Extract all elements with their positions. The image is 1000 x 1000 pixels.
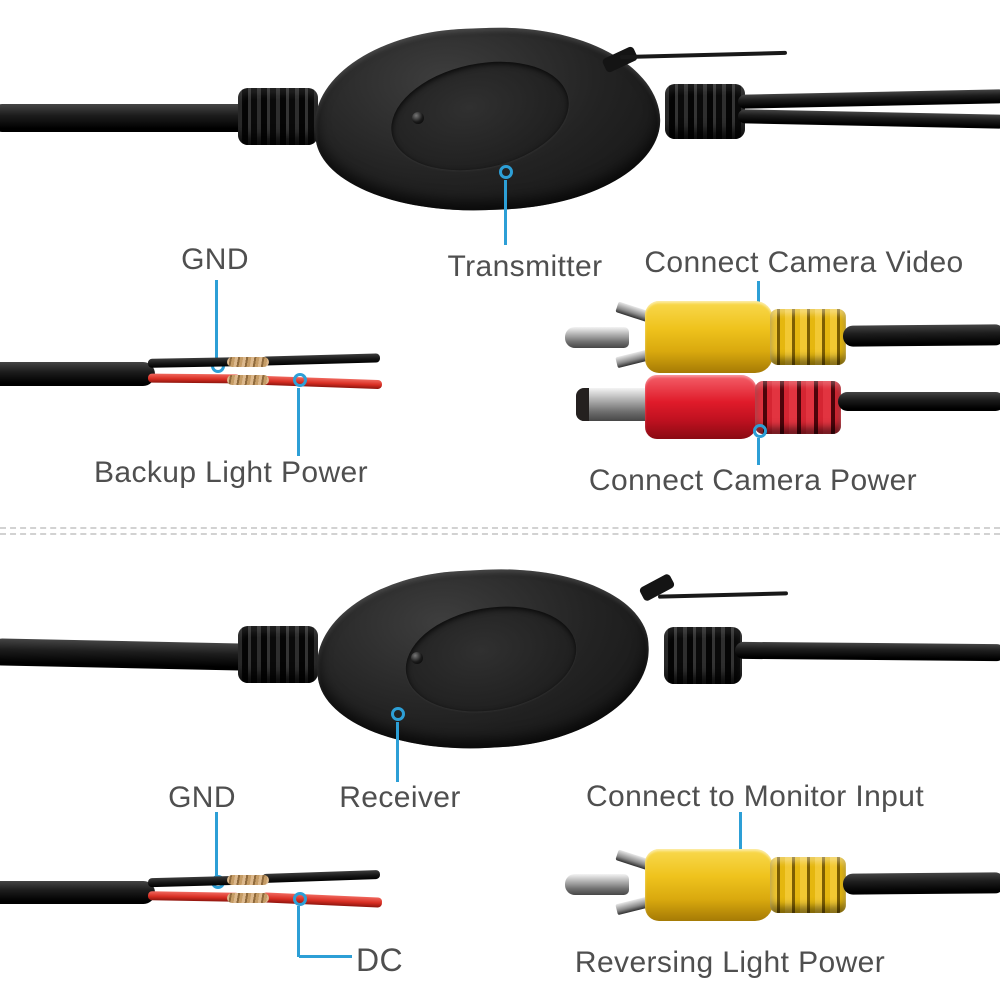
receiver-leader-dot — [391, 707, 405, 721]
rca-body-yellow-bottom — [645, 849, 773, 921]
rca-cable-top — [842, 324, 1000, 347]
dc-cable-top — [838, 392, 1000, 411]
receiver-antenna — [657, 591, 789, 599]
power-wire-copper-top — [227, 375, 269, 385]
transmitter-left-cable — [0, 104, 250, 132]
dc-ribs-red — [755, 381, 841, 434]
dc-leader-dot — [293, 892, 307, 906]
rca-ribs-yellow-bottom — [770, 857, 846, 913]
connect-camera-video-label: Connect Camera Video — [644, 246, 964, 279]
backup-leader-line — [297, 388, 300, 456]
transmitter-leader-dot — [499, 165, 513, 179]
receiver-right-strain-relief — [664, 627, 742, 684]
transmitter-right-cable-video — [737, 89, 1000, 109]
ground-wire-copper-bottom — [227, 875, 269, 885]
receiver-left-strain-relief — [238, 626, 318, 683]
section-divider-line-1 — [0, 527, 1000, 529]
rca-cable-bottom — [842, 872, 1000, 895]
receiver-led — [411, 652, 423, 664]
dc-label: DC — [356, 942, 404, 978]
transmitter-left-strain-relief — [238, 88, 318, 145]
monitor-leader-line — [739, 812, 742, 853]
power-wire-top-outer — [261, 375, 383, 390]
ground-wire-bottom-outer — [261, 869, 381, 884]
ground-wire-copper-top — [227, 357, 269, 367]
receiver-label: Receiver — [339, 781, 461, 814]
transmitter-antenna — [619, 50, 788, 60]
gnd-leader-line-bottom — [215, 812, 218, 876]
dc-barrel-tip-band — [576, 388, 589, 421]
dc-barrel-top — [576, 388, 654, 421]
gnd-leader-line-top — [215, 280, 218, 360]
camera-power-leader-dot — [753, 424, 767, 438]
connect-camera-power-label: Connect Camera Power — [588, 464, 918, 497]
backup-light-power-label: Backup Light Power — [93, 456, 369, 489]
backup-leader-dot — [293, 373, 307, 387]
transmitter-right-strain-relief — [665, 84, 745, 139]
power-wire-copper-bottom — [227, 893, 269, 903]
transmitter-label: Transmitter — [447, 250, 603, 283]
camera-power-leader-line — [757, 438, 760, 465]
reversing-light-power-label: Reversing Light Power — [574, 946, 886, 979]
power-wire-bottom-outer — [261, 892, 383, 908]
receiver-left-cable — [0, 638, 251, 671]
gnd-label-bottom: GND — [168, 781, 236, 814]
dc-leader-line-vertical — [297, 906, 300, 957]
rca-pin-top — [565, 327, 629, 348]
section-divider-line-2 — [0, 533, 1000, 535]
receiver-leader-line — [396, 722, 399, 782]
rca-body-yellow-top — [645, 301, 773, 373]
transmitter-led — [412, 112, 424, 124]
rca-ribs-yellow-top — [770, 309, 846, 365]
dc-body-red — [645, 375, 757, 439]
rca-pin-bottom — [565, 874, 629, 895]
ground-wire-top-outer — [261, 353, 381, 366]
receiver-right-cable — [734, 641, 1000, 662]
power-harness-cable-bottom — [0, 881, 155, 904]
transmitter-leader-line — [504, 180, 507, 245]
gnd-label-top: GND — [181, 243, 249, 276]
transmitter-right-cable-power — [737, 109, 1000, 129]
power-harness-cable-top — [0, 362, 155, 386]
connect-to-monitor-input-label: Connect to Monitor Input — [585, 780, 925, 813]
dc-leader-line-horizontal — [299, 955, 352, 958]
